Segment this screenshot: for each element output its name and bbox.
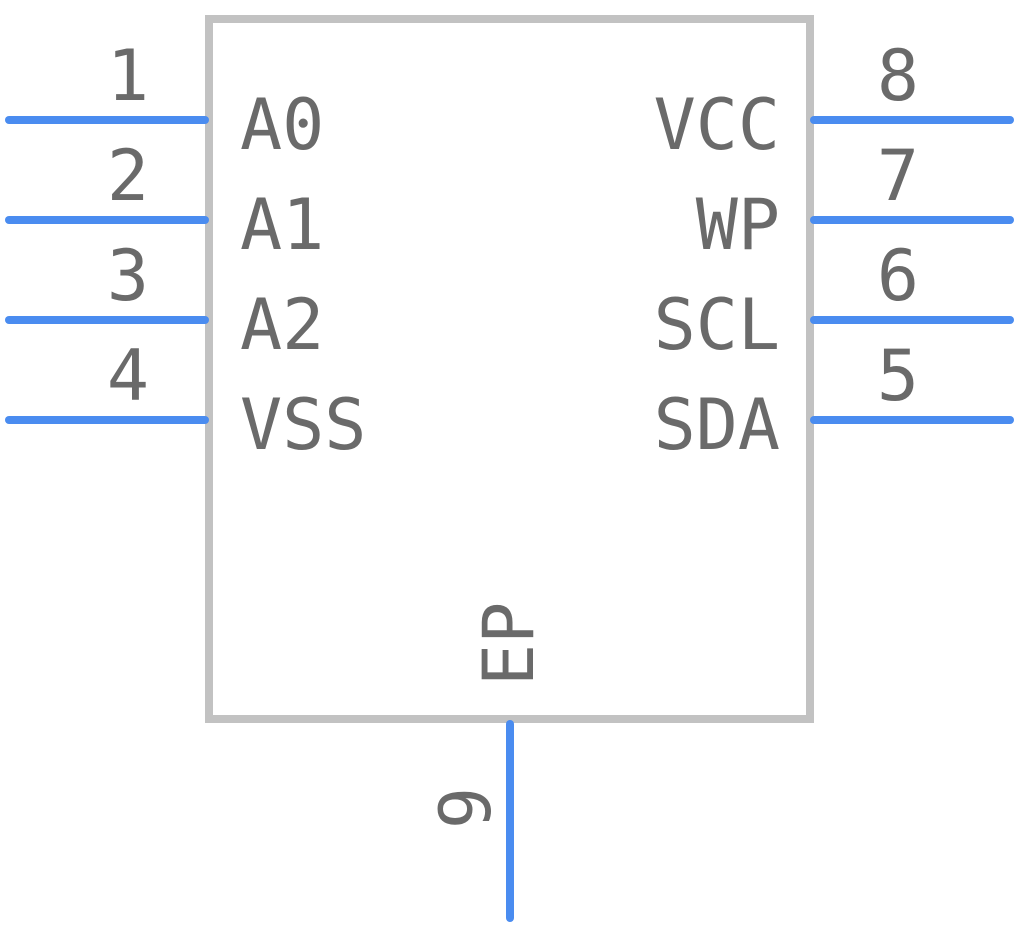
pin-4[interactable]: 4 VSS (5, 335, 366, 466)
pin-8[interactable]: 8 VCC (654, 35, 1014, 166)
pin-2-number: 2 (107, 135, 149, 217)
pin-6-number: 6 (877, 235, 919, 317)
pin-5[interactable]: 5 SDA (654, 335, 1014, 466)
pin-9-number: 9 (425, 787, 507, 829)
component-body (205, 15, 814, 723)
pin-1[interactable]: 1 A0 (5, 35, 324, 166)
pin-7[interactable]: 7 WP (696, 135, 1014, 266)
pin-8-name: VCC (654, 84, 780, 166)
pin-6-name: SCL (654, 284, 780, 366)
pin-2[interactable]: 2 A1 (5, 135, 324, 266)
pin-4-name: VSS (240, 384, 366, 466)
pin-8-number: 8 (877, 35, 919, 117)
pin-7-number: 7 (877, 135, 919, 217)
pin-3-name: A2 (240, 284, 324, 366)
pin-5-name: SDA (654, 384, 780, 466)
pin-1-name: A0 (240, 84, 324, 166)
pin-7-name: WP (696, 184, 780, 266)
pin-1-number: 1 (107, 35, 149, 117)
pin-6[interactable]: 6 SCL (654, 235, 1014, 366)
pin-2-name: A1 (240, 184, 324, 266)
pin-5-number: 5 (877, 335, 919, 417)
pin-3[interactable]: 3 A2 (5, 235, 324, 366)
pin-9-name: EP (468, 602, 550, 686)
pin-9[interactable]: 9 EP (425, 602, 550, 922)
pin-3-number: 3 (107, 235, 149, 317)
pin-4-number: 4 (107, 335, 149, 417)
